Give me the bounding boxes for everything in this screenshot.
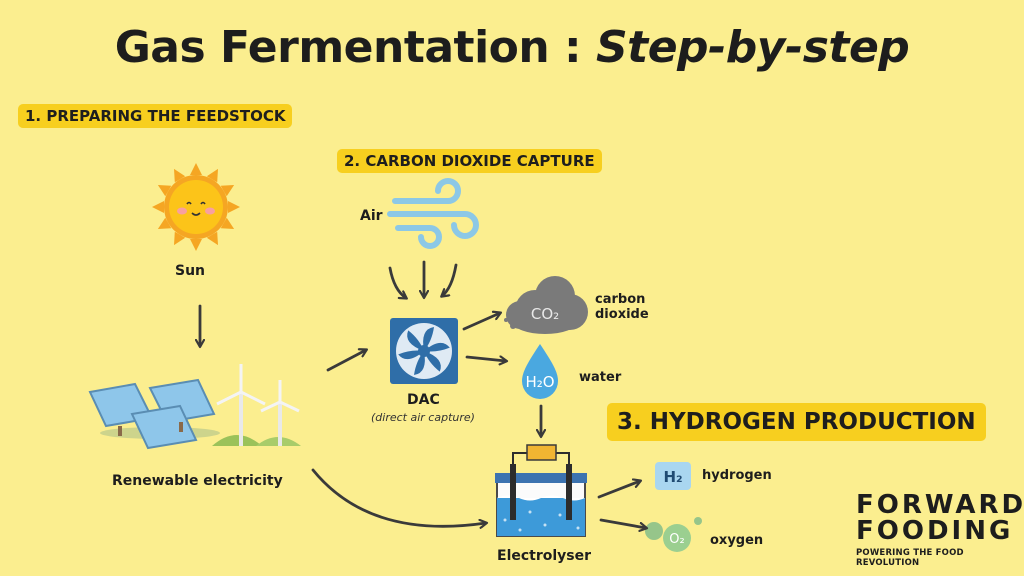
- arrow-electrolyser-to-o2: [599, 518, 646, 528]
- electrolyser-label: Electrolyser: [497, 548, 592, 564]
- water-label: water: [579, 370, 622, 385]
- co2-label-line1: carbon: [595, 292, 646, 307]
- wind-turbine-icon: [212, 364, 301, 446]
- o2-bubbles-icon: [645, 517, 702, 552]
- oxygen-label: oxygen: [710, 533, 764, 548]
- sun-label: Sun: [175, 263, 206, 279]
- step-1-badge: 1. PREPARING THE FEEDSTOCK: [18, 104, 293, 128]
- co2-label-line2: dioxide: [595, 307, 649, 322]
- arrow-dac-to-co2: [462, 313, 500, 331]
- arrow-dac-to-water: [465, 357, 506, 361]
- h2-icon: [655, 462, 691, 490]
- solar-panels-icon: [88, 378, 220, 450]
- logo-line2: FOODING: [856, 516, 1014, 546]
- co2-cloud-icon: [504, 276, 588, 334]
- air-label: Air: [360, 208, 383, 224]
- step-3-badge: 3. HYDROGEN PRODUCTION: [607, 403, 986, 441]
- sun-icon: [152, 163, 240, 251]
- logo-tagline: POWERING THE FOOD REVOLUTION: [856, 548, 964, 568]
- h2-formula: H₂: [663, 468, 682, 486]
- dac-sublabel: (direct air capture): [371, 411, 475, 424]
- wind-air-icon: [387, 178, 479, 249]
- arrow-renewable-to-electrolyser: [311, 468, 486, 526]
- renewable-electricity-label: Renewable electricity: [112, 473, 283, 489]
- arrow-air-to-dac-3: [442, 263, 458, 296]
- dac-fan-icon: [390, 318, 458, 384]
- arrow-renewable-to-dac: [326, 350, 366, 372]
- forward-fooding-logo: FORWARD FOODING POWERING THE FOOD REVOLU…: [856, 492, 1024, 568]
- arrow-air-to-dac-1: [388, 266, 406, 298]
- water-drop-icon: [522, 344, 558, 399]
- arrow-electrolyser-to-h2: [597, 481, 640, 499]
- h2o-formula: H₂O: [525, 373, 554, 391]
- step-2-badge: 2. CARBON DIOXIDE CAPTURE: [337, 149, 602, 173]
- hydrogen-label: hydrogen: [702, 468, 772, 483]
- o2-formula: O₂: [669, 532, 684, 547]
- electrolyser-icon: [495, 444, 587, 537]
- page-title: Gas Fermentation : Step-by-step: [114, 22, 910, 73]
- logo-line1: FORWARD: [856, 490, 1024, 520]
- co2-formula: CO₂: [531, 305, 559, 323]
- dac-label: DAC: [407, 392, 440, 408]
